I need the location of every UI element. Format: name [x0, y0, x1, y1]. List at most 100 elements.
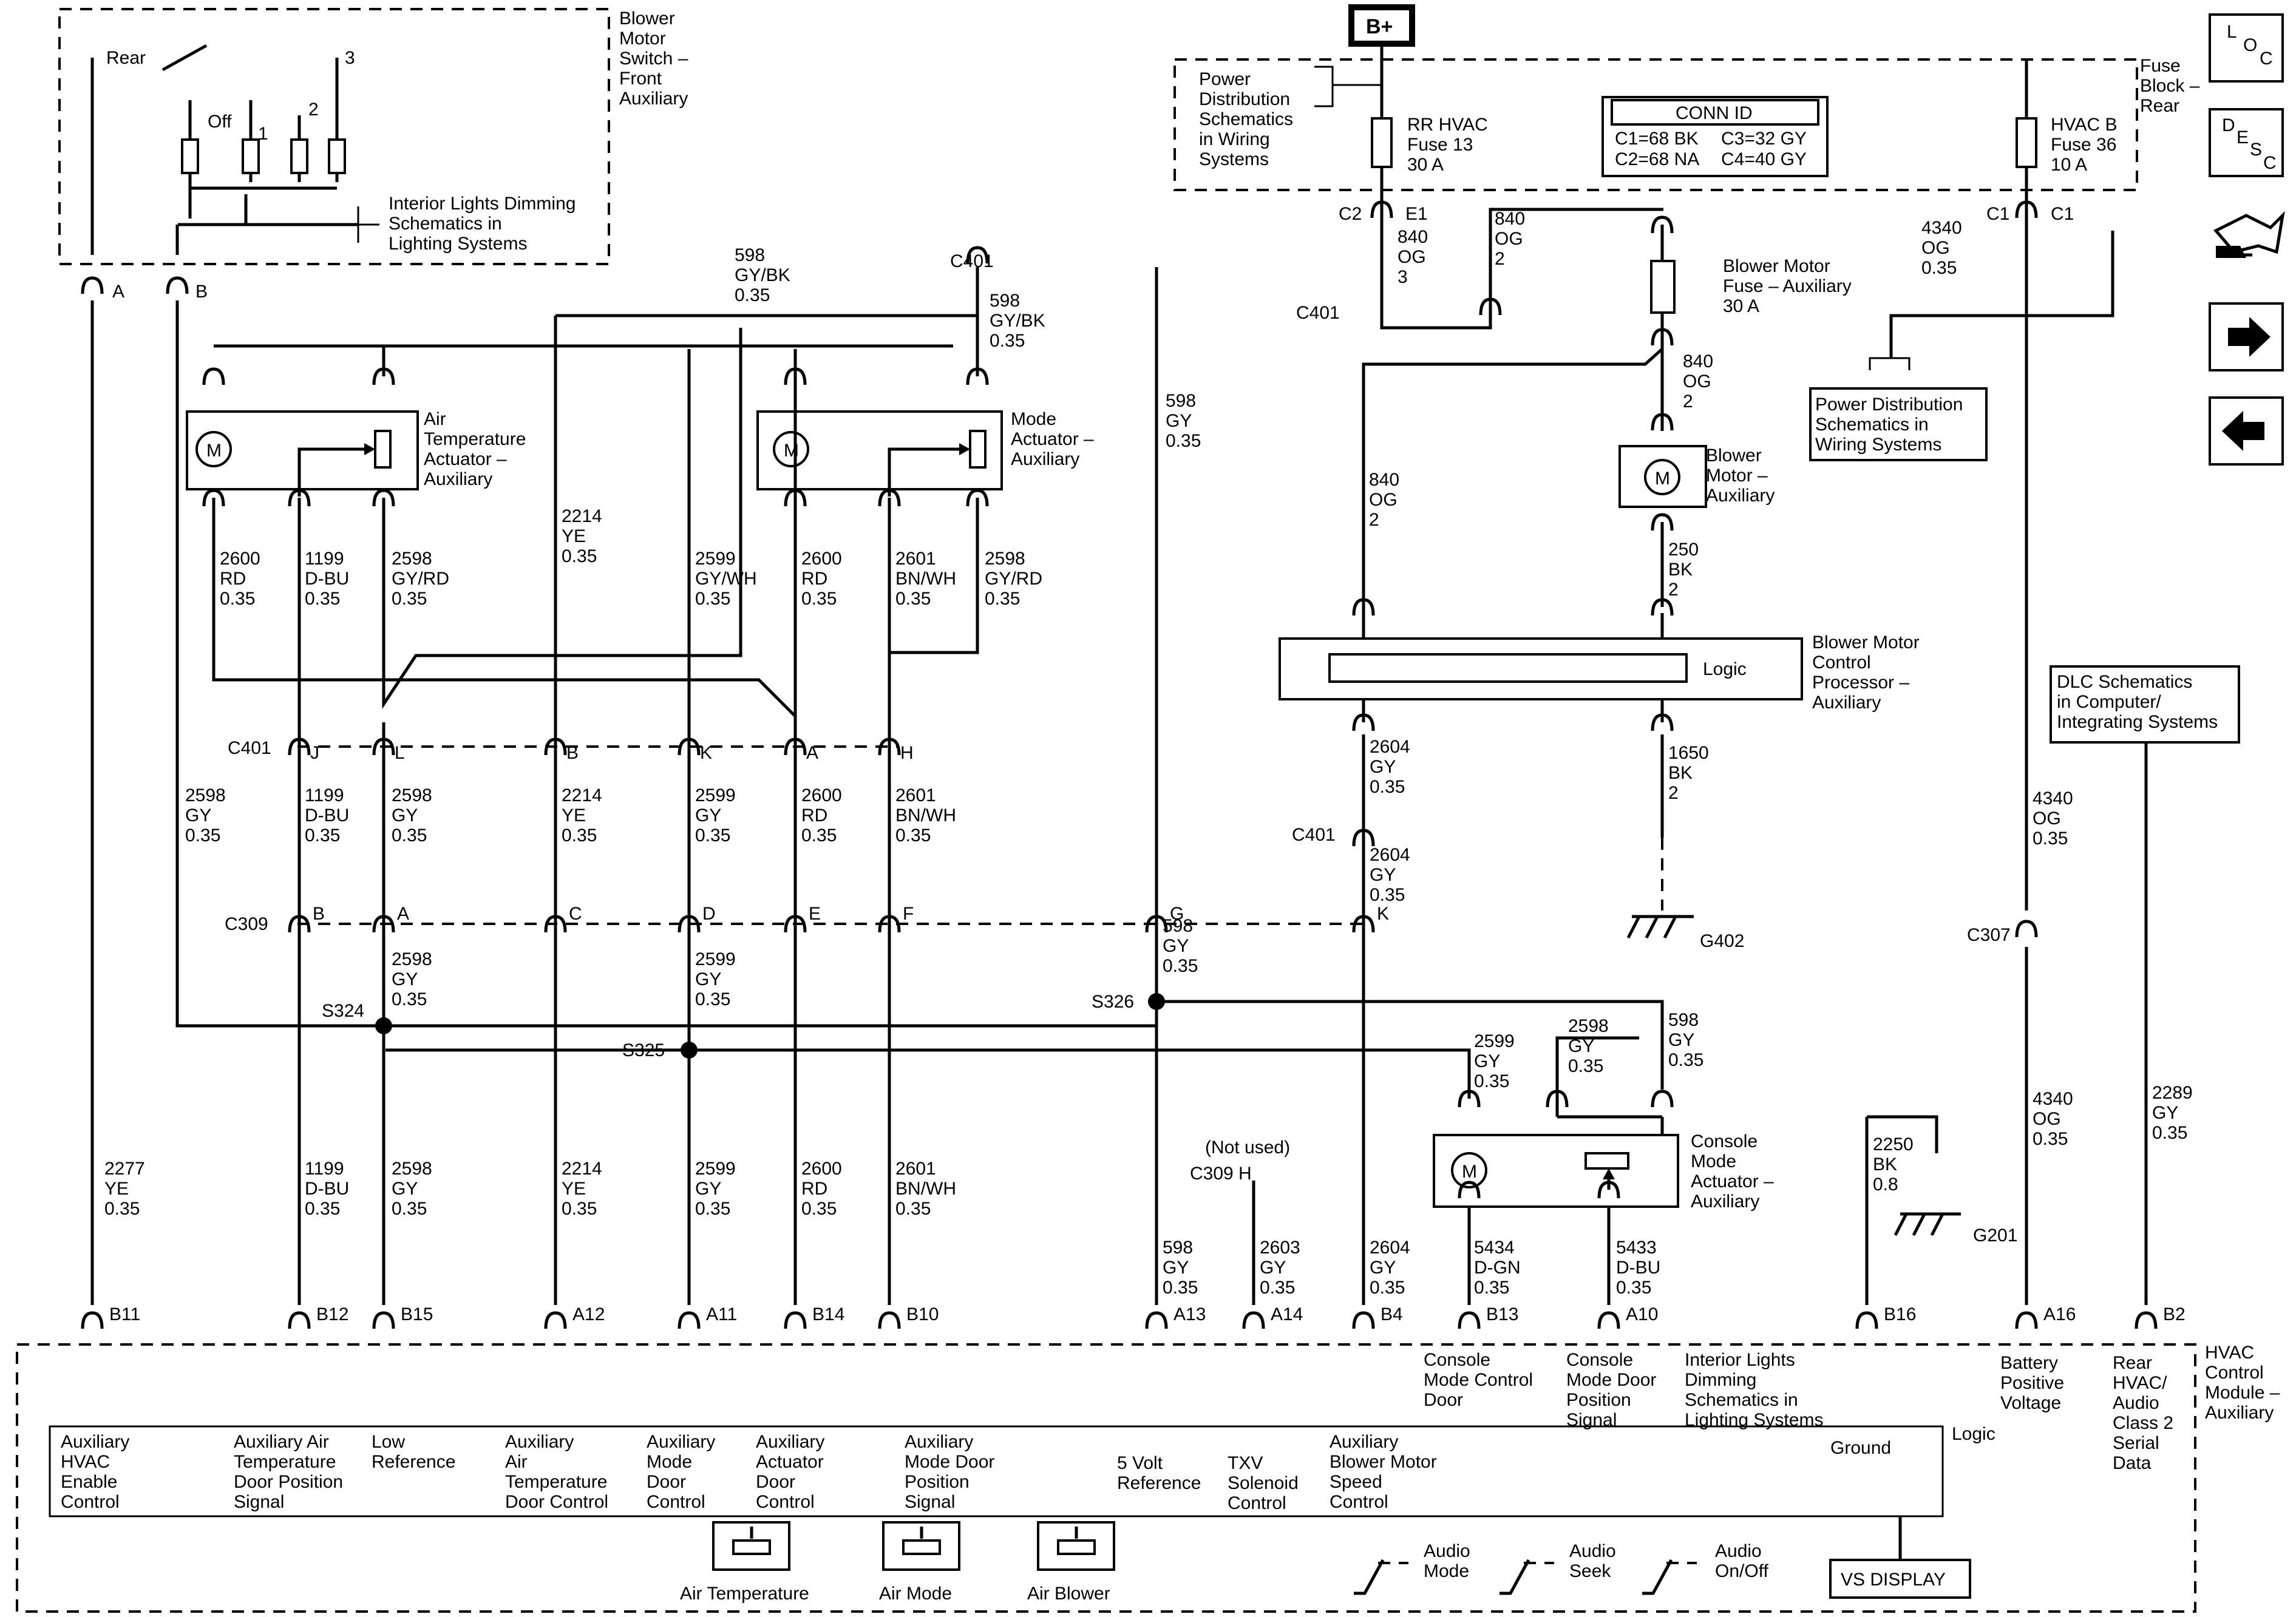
blower-circuit: Blower Motor Fuse – Auxiliary 30 A M Blo…	[1279, 208, 1920, 951]
wire-label: 2598	[392, 785, 432, 805]
console-mode-label: Mode	[1691, 1151, 1736, 1171]
wire-label: YE	[562, 1179, 586, 1199]
wire-label: 0.35	[801, 825, 837, 846]
connector-pin	[878, 915, 901, 933]
air-mode-control[interactable]: Air Mode	[879, 1521, 960, 1604]
connector-pin	[784, 915, 807, 933]
module-function-label: Temperature	[505, 1472, 607, 1492]
wire-label: 0.35	[562, 825, 597, 846]
connector-view-icon[interactable]	[2213, 211, 2285, 258]
connector-pin	[1458, 1181, 1481, 1199]
wire-label: 2	[1668, 580, 1679, 600]
wire-label: 0.35	[1370, 1278, 1405, 1298]
module-function-label: Signal	[905, 1492, 955, 1512]
nav-desc-button[interactable]: D E S C	[2209, 108, 2284, 177]
wire-label: D-BU	[305, 569, 349, 589]
wire-label: GY	[695, 1179, 721, 1199]
power-dist-label: Schematics	[1199, 109, 1293, 129]
wire-label: 2604	[1370, 737, 1410, 757]
splice-s325	[681, 1042, 698, 1059]
module-function-label: Auxiliary	[505, 1432, 574, 1452]
audio-mode-switch[interactable]: Audio Mode	[1354, 1541, 1470, 1595]
fuse-block-title: Fuse	[2140, 56, 2181, 76]
connector-pin	[878, 1311, 901, 1329]
module-pin-label: B2	[2163, 1304, 2186, 1324]
processor-logic-label: Logic	[1703, 659, 1747, 679]
air-temperature-control[interactable]: Air Temperature	[680, 1521, 809, 1604]
audio-seek-switch[interactable]: Audio Seek	[1500, 1541, 1616, 1595]
connector-pin	[1458, 1311, 1481, 1329]
air-temp-actuator: M Air Temperature Actuator – Auxiliary	[186, 409, 526, 497]
wire-label: 0.35	[392, 589, 427, 609]
arrow-right-icon[interactable]	[2209, 302, 2284, 371]
switch-title: Auxiliary	[619, 89, 688, 109]
wire-label: 2599	[695, 1159, 736, 1179]
nav-desc-letter: S	[2250, 140, 2262, 160]
wire-label: 0.35	[1166, 431, 1201, 451]
nav-loc-button[interactable]: L O C	[2209, 13, 2284, 83]
wire-label: BK	[1668, 560, 1693, 580]
module-function-label: Console	[1566, 1350, 1633, 1370]
module-pin-label: B13	[1486, 1304, 1518, 1324]
wire-label: 0.35	[1474, 1278, 1509, 1298]
nav-desc-letter: E	[2237, 127, 2249, 147]
connector-pin	[288, 915, 311, 933]
wire-label: 2603	[1260, 1238, 1300, 1258]
conn-c401: C401	[1292, 825, 1336, 845]
module-function-label: Data	[2113, 1453, 2152, 1473]
motor-icon: M	[206, 441, 222, 461]
mode-actuator-label: Mode	[1011, 409, 1056, 429]
wire-label: 2598	[985, 549, 1025, 569]
audio-onoff-label: On/Off	[1715, 1561, 1768, 1581]
wire-label: 0.35	[1163, 1278, 1198, 1298]
module-pin-label: A10	[1626, 1304, 1658, 1324]
fuse36-label: 10 A	[2051, 155, 2087, 175]
module-function-label: Rear	[2113, 1353, 2152, 1373]
connector-pin	[288, 489, 311, 507]
wire-label: 598	[1163, 1238, 1193, 1258]
blower-motor-label: Motor –	[1706, 466, 1768, 486]
arrow-left-icon[interactable]	[2209, 396, 2284, 466]
wire-label: 598	[1166, 391, 1196, 411]
wire-label: 2604	[1370, 1238, 1410, 1258]
audio-onoff-label: Audio	[1715, 1541, 1762, 1561]
conn-c309-h: C309 H	[1190, 1164, 1252, 1184]
wire-label: 2277	[104, 1159, 145, 1179]
fuse36-label: HVAC B	[2051, 115, 2117, 135]
wire-label: GY	[1370, 865, 1396, 885]
module-function-label: Signal	[1566, 1410, 1617, 1430]
vs-display-label: VS DISPLAY	[1841, 1570, 1946, 1590]
module-function-label: Door	[756, 1472, 795, 1492]
wire-label: 0.35	[1668, 1050, 1703, 1070]
switch-rear-label: Rear	[106, 48, 146, 68]
wire-label: 2598	[392, 949, 432, 969]
wire-label: 0.35	[695, 825, 730, 846]
wire-label: 0.35	[695, 589, 730, 609]
connector-pin	[372, 1311, 395, 1329]
audio-onoff-switch[interactable]: Audio On/Off	[1642, 1541, 1768, 1595]
wire-label: 3	[1398, 267, 1408, 287]
air-temp-actuator-label: Actuator –	[424, 449, 507, 469]
c309-pin-label: F	[903, 904, 914, 924]
switch-pos-2: 2	[308, 100, 319, 120]
module-pin-label: B14	[812, 1304, 844, 1324]
mode-actuator-label: Auxiliary	[1011, 449, 1079, 469]
air-blower-control[interactable]: Air Blower	[1027, 1521, 1115, 1604]
wire-label: GY/BK	[990, 311, 1045, 331]
module-function-label: Solenoid	[1228, 1473, 1299, 1493]
wire-label: D-BU	[305, 805, 349, 825]
module-function-label: Serial	[2113, 1433, 2159, 1453]
module-function-label: Control	[1330, 1492, 1388, 1512]
splice-label: S325	[622, 1040, 665, 1060]
module-function-label: 5 Volt	[1117, 1453, 1163, 1473]
splice-s324	[375, 1017, 392, 1034]
vs-display[interactable]: VS DISPLAY	[1829, 1516, 1971, 1599]
wire-label: RD	[801, 569, 827, 589]
motor-icon: M	[1462, 1162, 1477, 1182]
connector-pin	[966, 489, 989, 507]
connector-pin	[288, 1311, 311, 1329]
wire-label: 0.35	[695, 1199, 730, 1219]
module-function-label: Ground	[1830, 1438, 1891, 1458]
wire-label: 0.35	[801, 589, 837, 609]
